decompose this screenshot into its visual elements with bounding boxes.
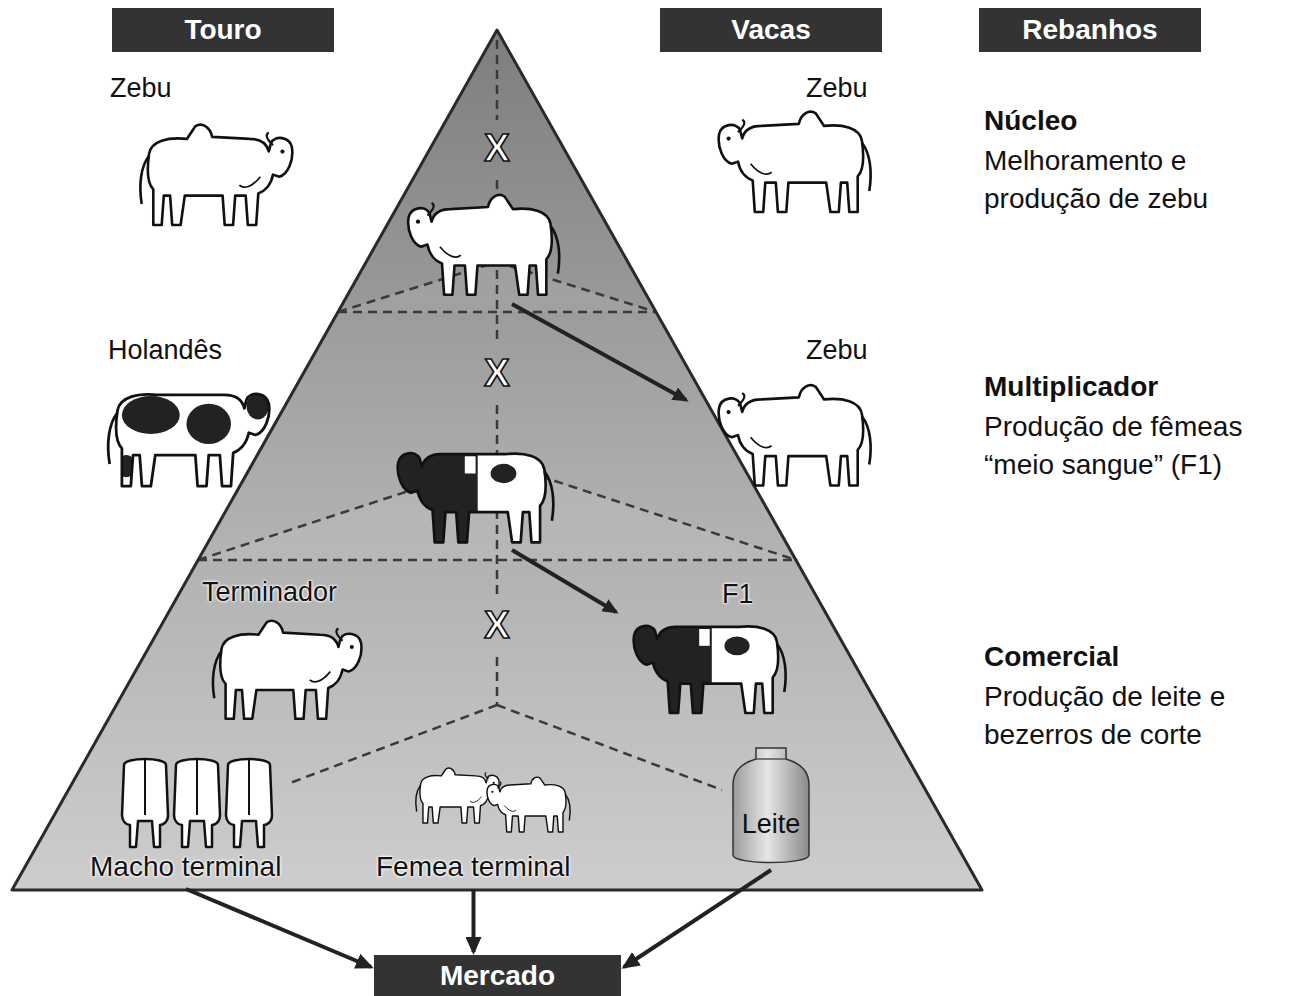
flow-arrow — [472, 889, 476, 952]
tier-title: Núcleo — [984, 104, 1077, 138]
milk-can: Leite — [730, 745, 812, 867]
cross-symbol: X — [484, 126, 509, 172]
node-text: Macho terminal — [90, 851, 281, 882]
breed-label: Zebu — [806, 72, 868, 104]
node-text: Femea terminal — [376, 851, 571, 882]
flow-arrow — [624, 870, 771, 967]
header-text: Mercado — [440, 960, 555, 992]
tier-title: Comercial — [984, 640, 1119, 674]
breed-label: Holandês — [108, 334, 222, 366]
breed-label: Zebu — [110, 72, 172, 104]
header-bar: Touro — [112, 8, 334, 52]
header-bar: Rebanhos — [979, 8, 1201, 52]
flow-arrow — [186, 889, 371, 967]
breed-label: Terminador — [202, 576, 337, 608]
breed-label: F1 — [722, 578, 754, 610]
cross-symbol: X — [484, 603, 509, 649]
node-text: Leite — [730, 809, 812, 840]
market-bar: Mercado — [374, 955, 621, 996]
tier-description: Produção de leite e bezerros de corte — [984, 678, 1290, 754]
tier-description: Melhoramento e produção de zebu — [984, 142, 1290, 218]
product-label: Femea terminal — [372, 848, 575, 886]
header-text: Vacas — [731, 14, 810, 46]
header-text: Rebanhos — [1022, 14, 1157, 46]
cross-symbol: X — [484, 351, 509, 397]
milk-can-outline — [730, 745, 812, 867]
product-label: Macho terminal — [86, 848, 286, 886]
header-text: Touro — [184, 14, 261, 46]
tier-title: Multiplicador — [984, 370, 1158, 404]
breed-label: Zebu — [806, 334, 868, 366]
header-bar: Vacas — [660, 8, 882, 52]
tier-description: Produção de fêmeas “meio sangue” (F1) — [984, 408, 1290, 484]
